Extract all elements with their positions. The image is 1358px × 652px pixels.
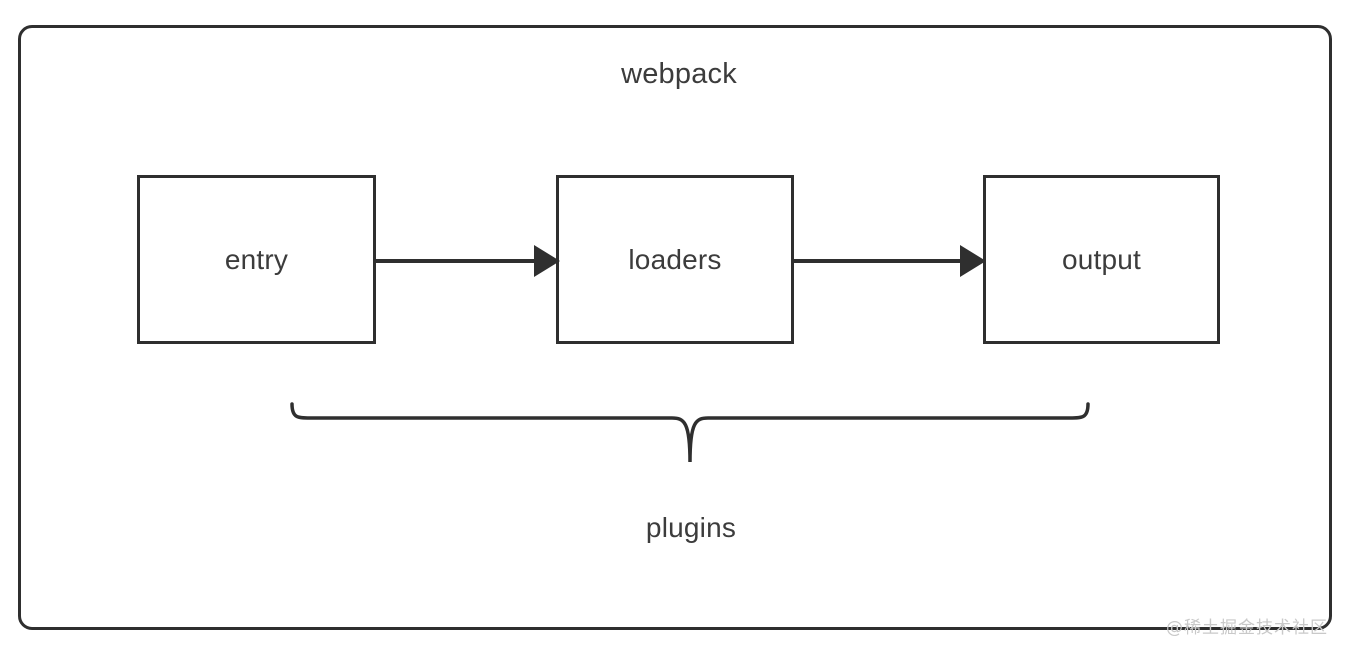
brace-label-plugins: plugins bbox=[645, 512, 737, 543]
stage-box-loaders[interactable]: loaders bbox=[556, 175, 794, 344]
watermark: @稀土掘金技术社区 bbox=[1166, 618, 1328, 638]
stage-box-entry[interactable]: entry bbox=[137, 175, 376, 344]
stage-label-entry: entry bbox=[224, 243, 289, 275]
page-title: webpack bbox=[621, 58, 737, 90]
stage-box-output[interactable]: output bbox=[983, 175, 1220, 344]
arrow-loaders-to-output bbox=[792, 245, 986, 277]
arrow-entry-to-loaders bbox=[374, 245, 560, 277]
stage-label-loaders: loaders bbox=[628, 243, 722, 275]
stage-label-output: output bbox=[1061, 243, 1142, 275]
curly-brace-icon bbox=[290, 402, 1090, 463]
